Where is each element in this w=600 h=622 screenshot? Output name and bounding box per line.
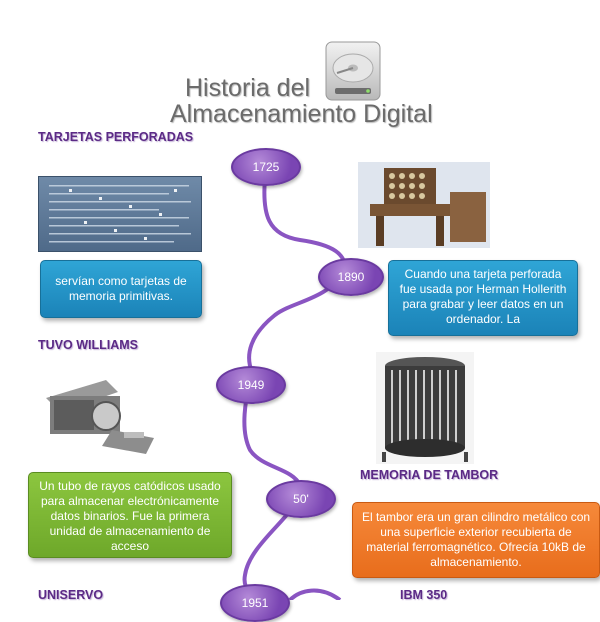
- tarjetas-description-box: servían como tarjetas de memoria primiti…: [40, 260, 202, 318]
- hollerith-description-text: Cuando una tarjeta perforada fue usada p…: [399, 267, 567, 326]
- hard-drive-icon: [323, 40, 383, 102]
- timeline-node-1949: 1949: [216, 366, 286, 404]
- title-line-1: Historia del: [185, 74, 311, 102]
- timeline-node-1725: 1725: [231, 148, 301, 186]
- section-tarjetas-perforadas: TARJETAS PERFORADAS: [38, 130, 194, 144]
- tarjetas-description-text: servían como tarjetas de memoria primiti…: [55, 274, 187, 303]
- tambor-description-text: El tambor era un gran cilindro metálico …: [361, 510, 591, 569]
- punched-card-image: [38, 176, 202, 252]
- tambor-description-box: El tambor era un gran cilindro metálico …: [352, 502, 600, 578]
- section-uniservo: UNISERVO: [38, 588, 104, 602]
- section-memoria-tambor: MEMORIA DE TAMBOR: [360, 468, 499, 482]
- timeline-node-50: 50': [266, 480, 336, 518]
- hollerith-description-box: Cuando una tarjeta perforada fue usada p…: [388, 260, 578, 336]
- section-ibm-350: IBM 350: [400, 588, 448, 602]
- timeline-node-1890: 1890: [318, 258, 384, 296]
- title-line-2: Almacenamiento Digital: [170, 100, 433, 128]
- williams-tube-image: [42, 378, 164, 464]
- hollerith-machine-image: [358, 162, 490, 248]
- timeline-node-1951: 1951: [220, 584, 290, 622]
- section-tuvo-williams: TUVO WILLIAMS: [38, 338, 138, 352]
- williams-description-box: Un tubo de rayos catódicos usado para al…: [28, 472, 232, 558]
- drum-memory-image: [376, 352, 474, 464]
- williams-description-text: Un tubo de rayos catódicos usado para al…: [39, 479, 221, 553]
